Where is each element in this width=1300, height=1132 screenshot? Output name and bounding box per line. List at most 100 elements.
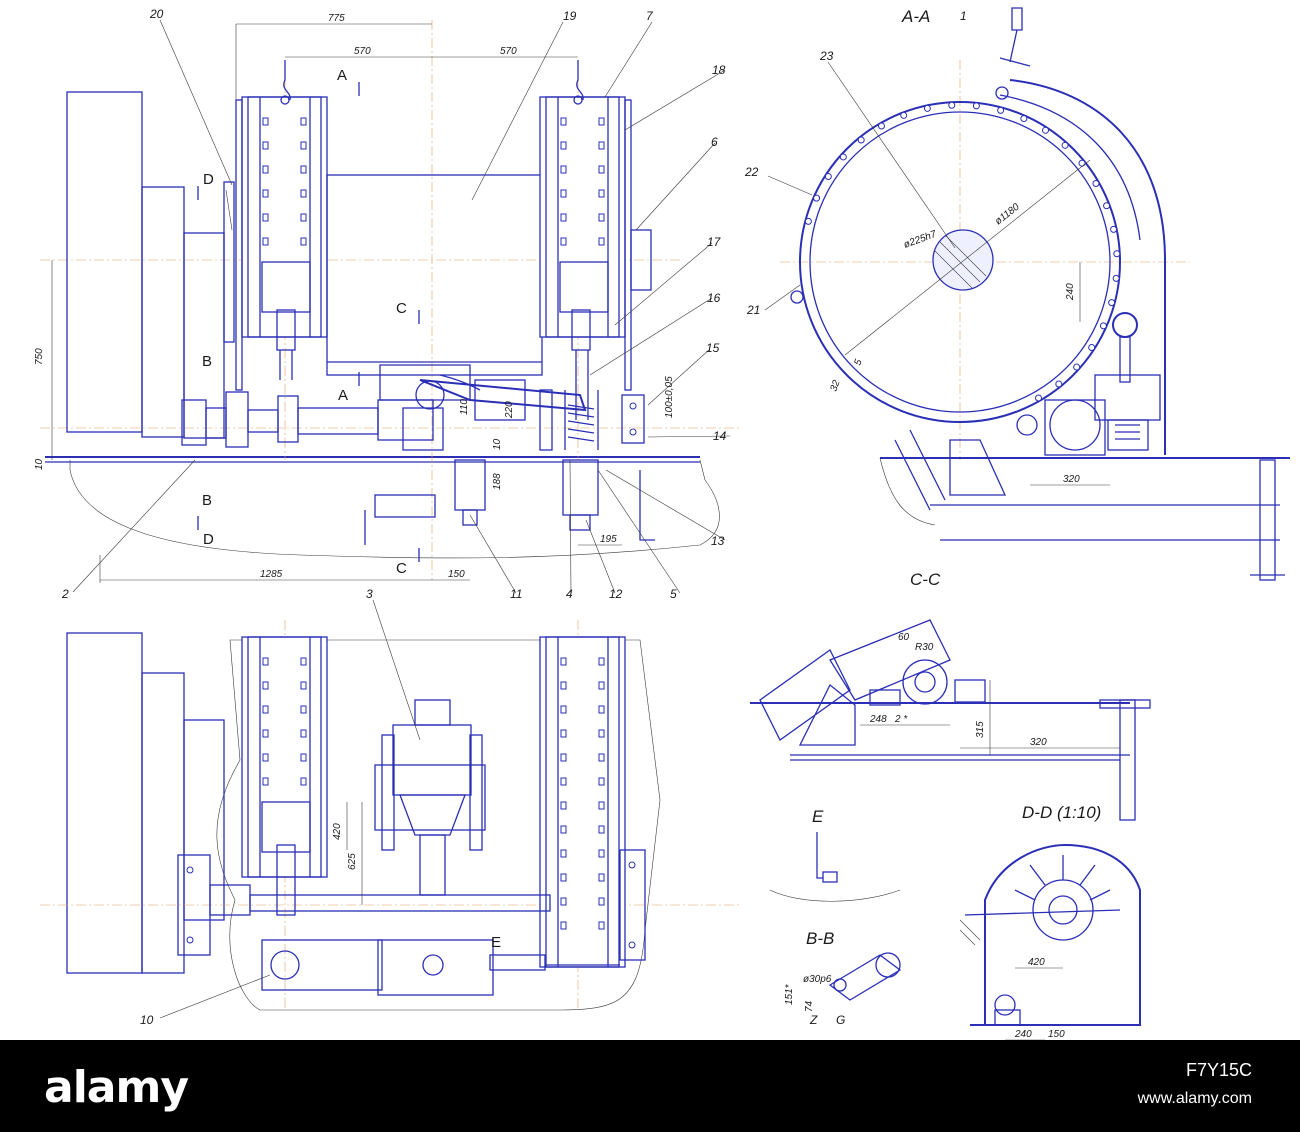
drum-slot — [560, 117, 567, 126]
drum-slot — [262, 729, 269, 738]
drum-slot — [262, 189, 269, 198]
watermark-footer: alamy F7Y15C www.alamy.com — [0, 1040, 1300, 1132]
band-rivet — [1055, 380, 1063, 388]
callout-15: 15 — [706, 341, 720, 355]
drum-slot — [560, 213, 567, 222]
section-d-d: D-D (1:10) 420 240 150 — [959, 803, 1141, 1040]
dim-220: 220 — [504, 401, 515, 419]
drum-slot — [300, 237, 307, 246]
drum-slot — [598, 141, 605, 150]
front-view: 775 570 570 750 10 1285 150 110 220 10 1… — [34, 7, 740, 601]
callout-2: 2 — [61, 587, 69, 601]
drum-slot — [560, 237, 567, 246]
drum-slot — [262, 237, 269, 246]
drum-slot — [598, 897, 605, 906]
dim-420-dd: 420 — [1028, 957, 1045, 968]
drum-slot — [598, 873, 605, 882]
dim-320-aa: 320 — [1063, 474, 1080, 485]
dim-150-dd: 150 — [1048, 1029, 1065, 1040]
drum-slot — [300, 681, 307, 690]
band-rivet — [948, 101, 956, 109]
band-rivet — [1112, 274, 1120, 282]
drum-slot — [300, 141, 307, 150]
drum-slot — [598, 189, 605, 198]
callout-5: 5 — [670, 587, 677, 601]
cut-a-bottom: A — [338, 387, 348, 404]
band-rivet — [857, 136, 865, 144]
drum-slot — [598, 165, 605, 174]
band-rivet — [900, 111, 908, 119]
callout-13: 13 — [711, 534, 725, 548]
dim-10-mid: 10 — [492, 438, 503, 450]
drum-slot — [560, 897, 567, 906]
callout-4: 4 — [566, 587, 573, 601]
section-a-a: A-A 1 ø225h7 — [744, 7, 1290, 581]
drum-slot — [262, 141, 269, 150]
cut-e: E — [491, 934, 501, 951]
drum-slot — [300, 777, 307, 786]
dim-570-left: 570 — [354, 46, 371, 57]
dim-30p6: ø30p6 — [803, 974, 832, 985]
band-rivet — [804, 217, 812, 225]
callout-18: 18 — [712, 63, 726, 77]
drum-slot — [262, 705, 269, 714]
band-rivet — [1103, 202, 1111, 210]
detail-b-b-title: B-B — [806, 929, 834, 948]
dim-32: 32 — [828, 378, 842, 393]
drum-slot — [598, 681, 605, 690]
drum-slot — [560, 657, 567, 666]
cut-c-top: C — [396, 300, 407, 317]
band-rivet — [1020, 115, 1028, 123]
dim-74: 74 — [804, 1000, 815, 1012]
section-c-c-title: C-C — [910, 570, 941, 589]
band-rivet — [1099, 322, 1107, 330]
dim-625: 625 — [347, 853, 358, 870]
cut-b-bottom: B — [202, 492, 212, 509]
drum-slot — [300, 117, 307, 126]
drum-slot — [560, 705, 567, 714]
drum-slot — [262, 753, 269, 762]
drum-slot — [598, 753, 605, 762]
drum-slot — [300, 213, 307, 222]
drum-slot — [560, 753, 567, 762]
cut-d-top: D — [203, 171, 214, 188]
drum-slot — [598, 777, 605, 786]
band-rivet — [1088, 344, 1096, 352]
drum-slot — [560, 849, 567, 858]
dim-225h7: ø225h7 — [902, 229, 938, 251]
drum-slot — [598, 801, 605, 810]
dim-248: 248 — [869, 714, 887, 725]
dim-775: 775 — [328, 13, 345, 24]
dim-150: 150 — [448, 569, 465, 580]
stock-id: F7Y15C — [1185, 1060, 1252, 1080]
drum-slot — [598, 213, 605, 222]
drum-slot — [560, 729, 567, 738]
drum-slot — [598, 729, 605, 738]
drum-slot — [300, 753, 307, 762]
stock-url: www.alamy.com — [1137, 1090, 1252, 1107]
detail-e: E — [769, 807, 901, 902]
dim-1180: ø1180 — [993, 201, 1022, 227]
band-rivet — [878, 122, 885, 130]
engineering-drawing: 775 570 570 750 10 1285 150 110 220 10 1… — [34, 7, 1290, 1040]
cut-a-top: A — [337, 67, 347, 84]
brand-logo: alamy — [44, 1062, 189, 1113]
section-d-d-title: D-D (1:10) — [1022, 803, 1101, 822]
dim-110: 110 — [459, 399, 470, 415]
dim-1285: 1285 — [260, 569, 283, 580]
band-rivet — [813, 194, 821, 202]
plan-view: 420 625 E 3 10 — [40, 587, 740, 1027]
band-rivet — [1108, 299, 1116, 307]
drum-slot — [300, 729, 307, 738]
callout-1: 1 — [960, 9, 967, 23]
cut-b-top: B — [202, 353, 212, 370]
drum-slot — [560, 681, 567, 690]
callout-11: 11 — [510, 587, 522, 601]
dim-320-cc: 320 — [1030, 737, 1047, 748]
drum-slot — [560, 801, 567, 810]
drum-slot — [598, 705, 605, 714]
band-rivet — [824, 172, 832, 180]
band-rivet — [1035, 394, 1042, 402]
drum-slot — [300, 657, 307, 666]
drum-slot — [560, 825, 567, 834]
